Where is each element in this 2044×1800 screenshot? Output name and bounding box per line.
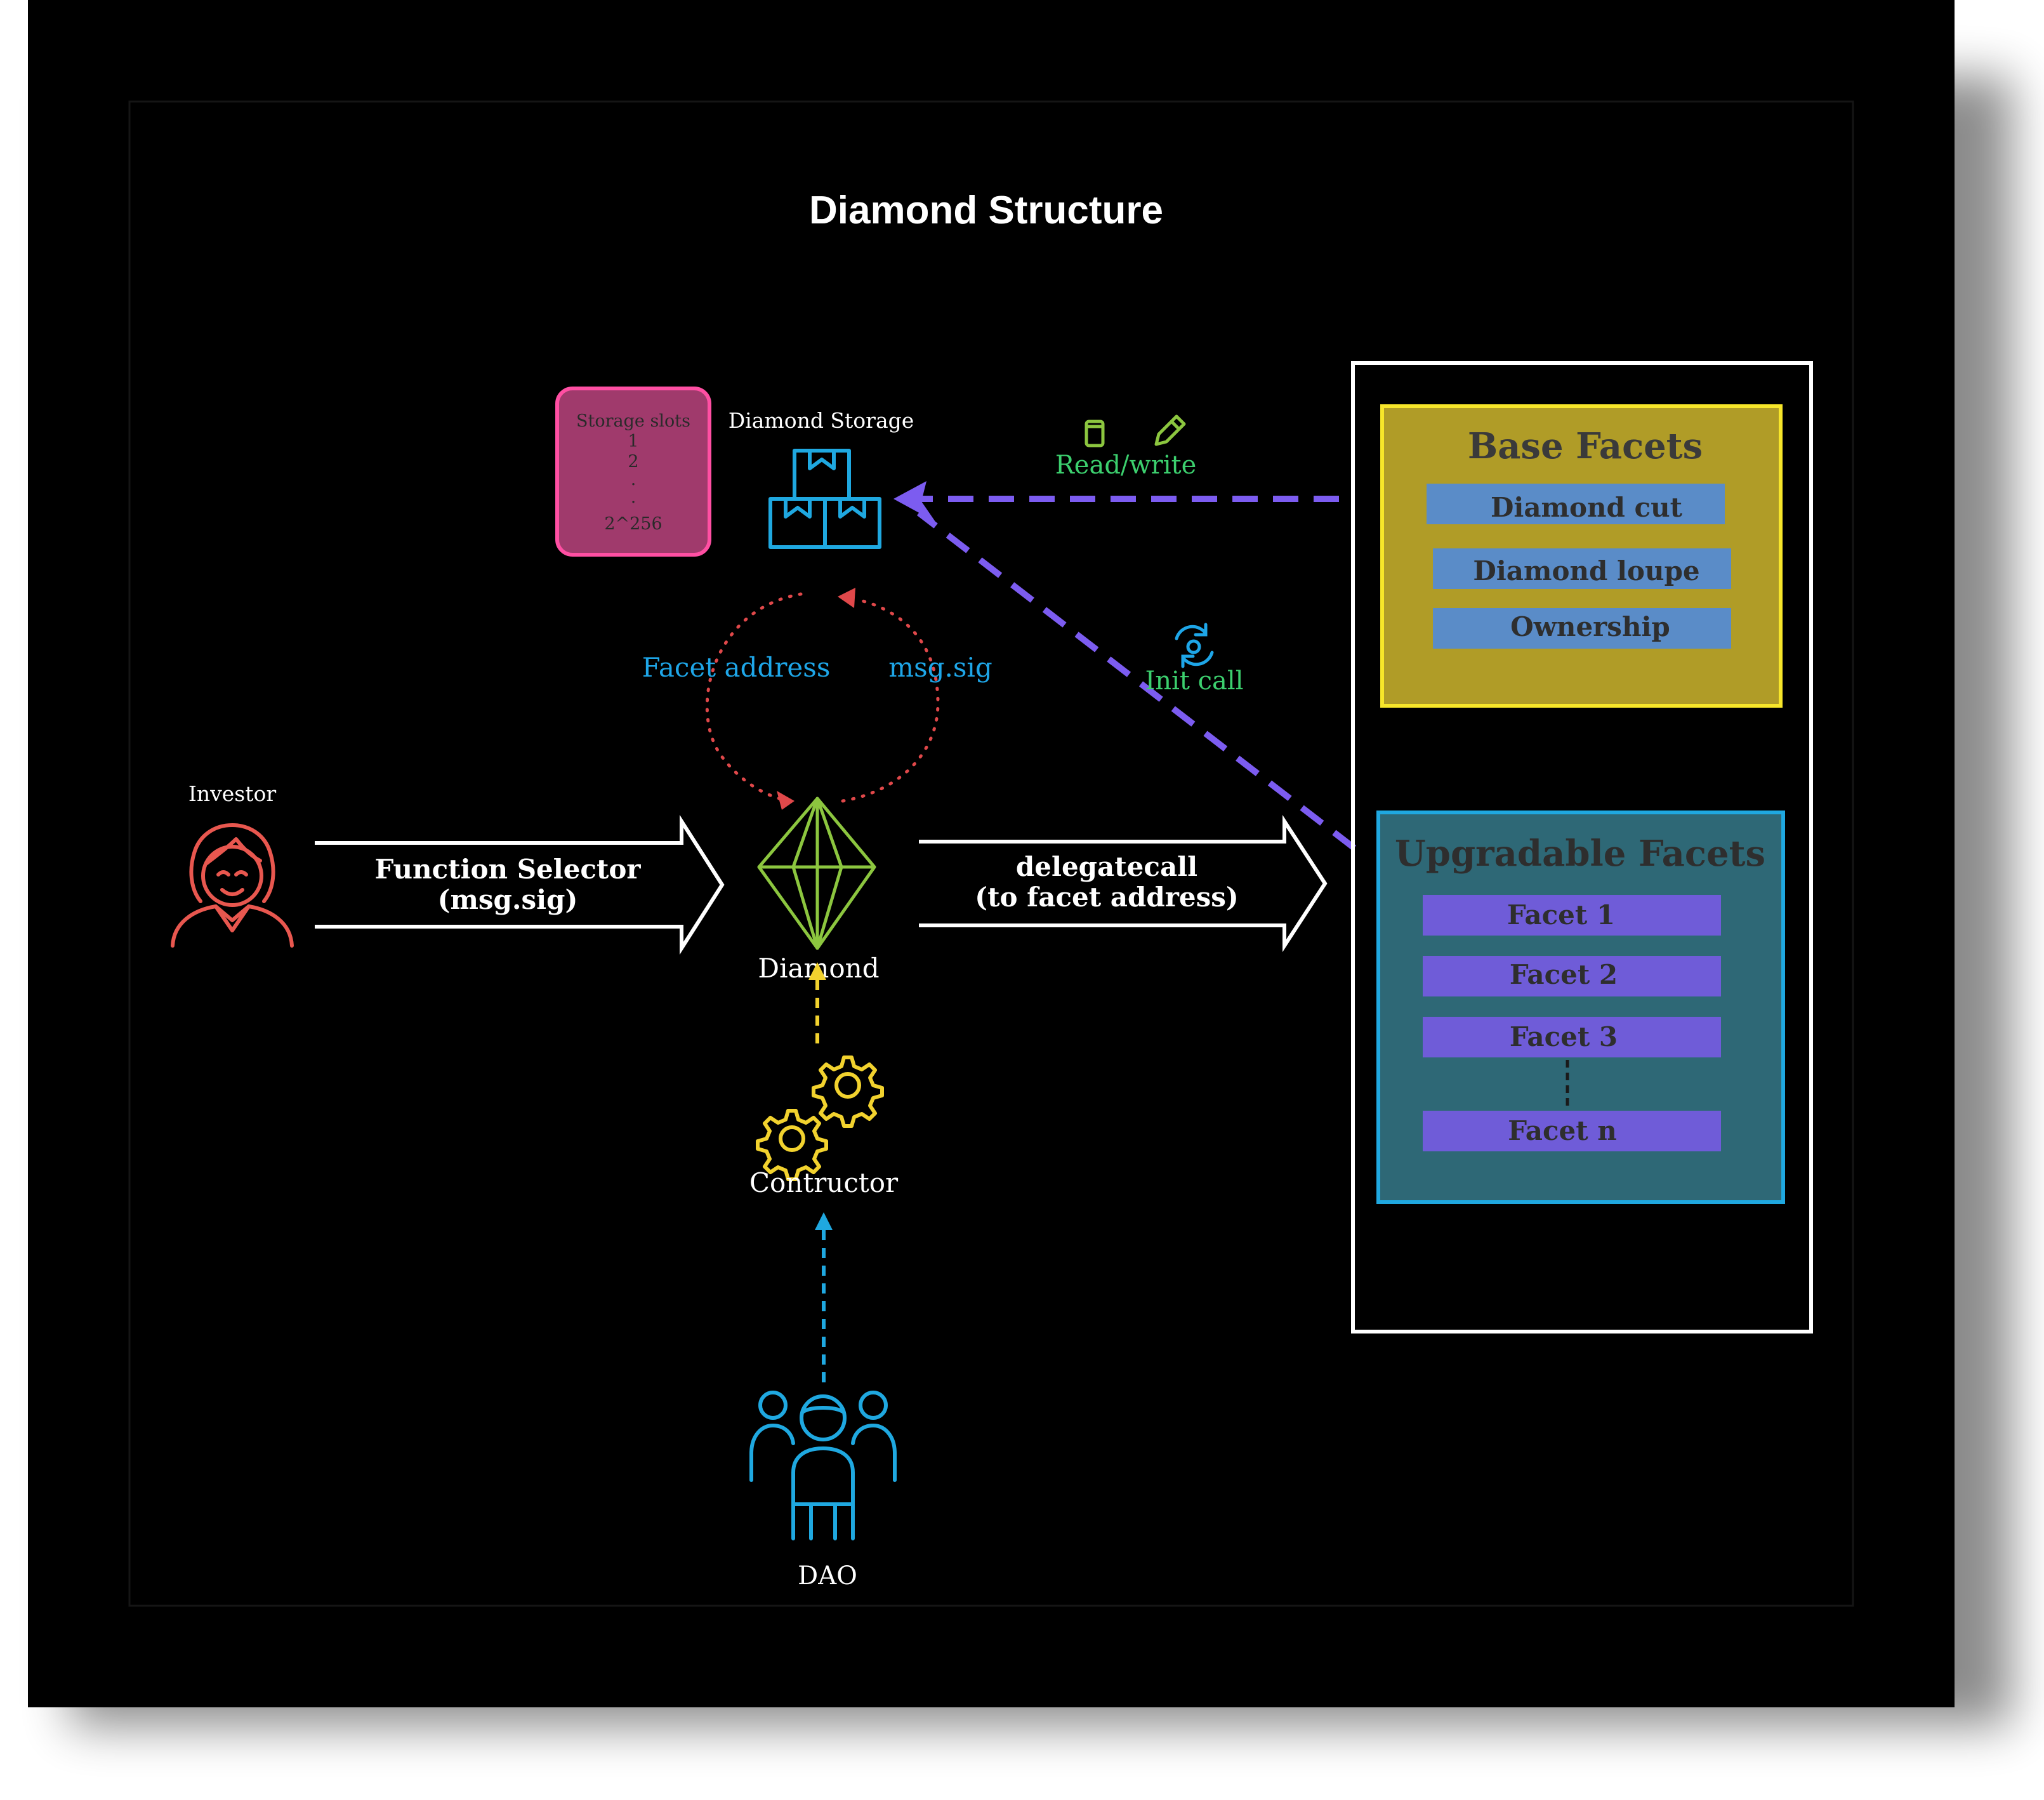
- diamond-storage-label: Diamond Storage: [729, 408, 914, 433]
- base-facet-item: [1433, 608, 1731, 649]
- storage-slot-line: .: [631, 470, 636, 489]
- storage-slot-line: .: [631, 487, 636, 507]
- loop-facet-address-label: Facet address: [642, 652, 831, 683]
- init-call-label: Init call: [1145, 666, 1244, 696]
- dao-label: DAO: [798, 1561, 857, 1591]
- dao-group-icon: [749, 1391, 897, 1540]
- diamond-gem-icon: [757, 797, 876, 950]
- book-icon: [1085, 420, 1105, 447]
- refresh-cycle-icon: [1175, 623, 1214, 668]
- facet-label: Facet 3: [1510, 1021, 1618, 1052]
- base-facet-item: [1433, 548, 1731, 589]
- base-facets-title: Base Facets: [1468, 425, 1703, 467]
- facet-item: [1423, 956, 1721, 996]
- facet-item: [1423, 1111, 1721, 1151]
- storage-slot-line: 1: [628, 432, 638, 451]
- read-write-label: Read/write: [1055, 451, 1197, 480]
- delegatecall-line2: (to facet address): [975, 882, 1238, 913]
- gear-icon: [812, 1056, 884, 1128]
- upgradable-facets-title: Upgradable Facets: [1395, 833, 1765, 875]
- facet-item: [1423, 895, 1721, 936]
- facet-label: Facet n: [1508, 1115, 1617, 1146]
- loop-msg-sig-label: msg.sig: [888, 652, 992, 683]
- pencil-icon: [1154, 414, 1186, 446]
- loop-right-arc: [841, 597, 940, 803]
- loop-left-arc: [705, 592, 803, 803]
- delegatecall-arrow: [919, 814, 1328, 953]
- storage-slots-box: Storage slots 1 2 . . 2^256: [555, 387, 711, 557]
- base-facets-panel: Base Facets Diamond cut Diamond loupe Ow…: [1380, 404, 1783, 708]
- storage-arrowhead: [893, 481, 935, 522]
- init-call-arrow: [916, 510, 1357, 850]
- function-selector-line2: (msg.sig): [438, 884, 578, 915]
- storage-slot-line: 2: [628, 452, 638, 472]
- diagram-title: Diamond Structure: [809, 189, 1163, 232]
- facet-label: Facet 2: [1510, 959, 1618, 990]
- facet-label: Facet 1: [1507, 899, 1615, 930]
- base-facet-item: [1427, 484, 1725, 524]
- constructor-arrowhead: [808, 962, 826, 980]
- diagram-frame: [128, 100, 1854, 1607]
- storage-boxes-icon: [768, 449, 881, 549]
- storage-slot-line: 2^256: [604, 514, 662, 534]
- facets-container: [1351, 361, 1813, 1333]
- upgradable-facets-panel: Upgradable Facets Facet 1 Facet 2 Facet …: [1376, 811, 1785, 1204]
- storage-slots-heading: Storage slots: [576, 411, 690, 431]
- investor-icon: [171, 823, 294, 948]
- base-facet-label: Diamond cut: [1491, 492, 1683, 523]
- base-facet-label: Ownership: [1510, 611, 1670, 642]
- investor-label: Investor: [188, 781, 277, 806]
- facet-item: [1423, 1017, 1721, 1057]
- gear-icon: [756, 1109, 828, 1181]
- loop-left-arrowhead: [777, 791, 795, 810]
- function-selector-line1: Function Selector: [374, 854, 641, 885]
- constructor-label: Contructor: [749, 1167, 899, 1198]
- loop-right-arrowhead: [838, 588, 855, 608]
- base-facet-label: Diamond loupe: [1473, 555, 1699, 586]
- delegatecall-line1: delegatecall: [1016, 851, 1197, 882]
- dao-arrowhead: [815, 1212, 833, 1230]
- function-selector-arrow: [315, 814, 725, 955]
